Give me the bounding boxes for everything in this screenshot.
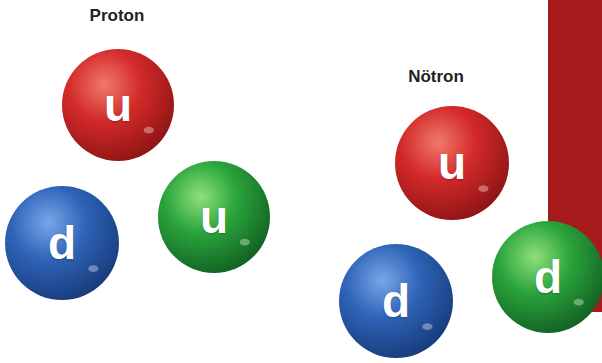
- quark-letter: d: [382, 278, 410, 324]
- quark-letter: d: [534, 254, 562, 300]
- particle-name: Proton: [90, 6, 145, 26]
- quark-letter: u: [438, 140, 466, 186]
- quark-sphere: u: [62, 49, 174, 161]
- quark-letter: d: [48, 220, 76, 266]
- quark-sphere: d: [339, 244, 453, 358]
- quark-letter: u: [104, 82, 132, 128]
- particle-name: Nötron: [408, 67, 464, 87]
- quark-letter: u: [200, 194, 228, 240]
- quark-sphere: d: [5, 186, 119, 300]
- quark-sphere: u: [158, 161, 270, 273]
- quark-sphere: d: [492, 221, 602, 333]
- quark-sphere: u: [395, 106, 509, 220]
